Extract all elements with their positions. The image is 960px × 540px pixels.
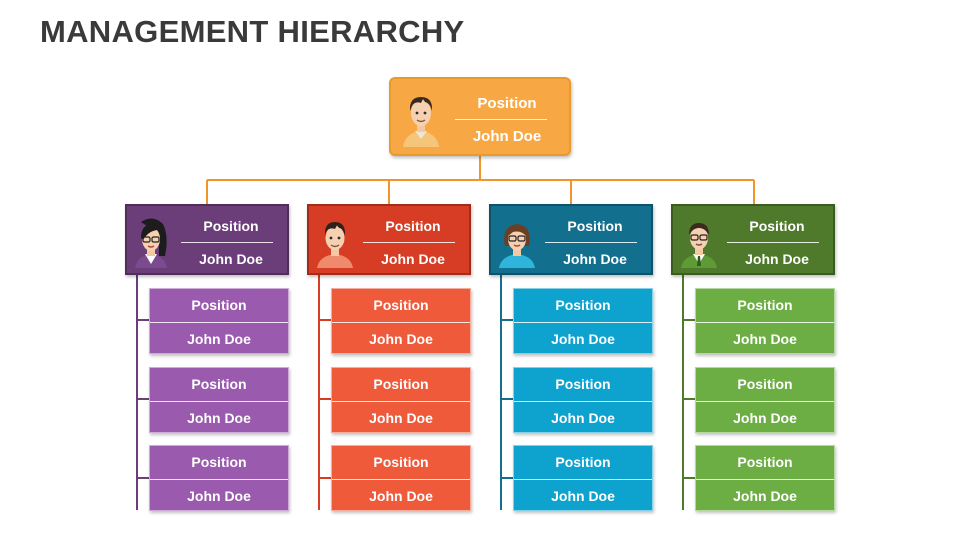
subordinate-name-label: John Doe [369,410,433,426]
man-green-suit-avatar-icon [681,223,717,268]
man-red-shirt-avatar-icon [317,222,353,268]
manager-name-label: John Doe [199,251,263,267]
subordinate-name-label: John Doe [551,488,615,504]
top-position-box[interactable]: Position John Doe [389,77,571,156]
manager-name-label: John Doe [563,251,627,267]
subordinate-position-label: Position [737,297,793,313]
manager-box-1[interactable]: Position John Doe [125,204,289,275]
subordinate-divider [150,322,288,323]
man-orange-shirt-avatar-icon [403,97,439,147]
manager-position-label: Position [203,218,259,234]
top-position-label: Position [477,95,537,112]
subordinate-divider [514,479,652,480]
subordinate-divider [332,322,470,323]
subordinate-divider [332,401,470,402]
subordinate-position-label: Position [373,376,429,392]
subordinate-name-label: John Doe [551,410,615,426]
manager-position-label: Position [567,218,623,234]
subordinate-name-label: John Doe [369,488,433,504]
subordinate-divider [696,479,834,480]
subordinate-name-label: John Doe [187,331,251,347]
subordinate-divider [150,479,288,480]
subordinate-box[interactable]: Position John Doe [513,445,653,511]
woman-blue-shirt-avatar-icon [499,224,535,268]
subordinate-name-label: John Doe [187,410,251,426]
subordinate-name-label: John Doe [733,331,797,347]
subordinate-divider [332,479,470,480]
subordinate-position-label: Position [737,376,793,392]
manager-box-3[interactable]: Position John Doe [489,204,653,275]
subordinate-divider [150,401,288,402]
subordinate-divider [696,401,834,402]
subordinate-divider [514,401,652,402]
manager-name-label: John Doe [381,251,445,267]
manager-position-label: Position [749,218,805,234]
manager-divider [545,242,637,243]
subordinate-box[interactable]: Position John Doe [149,367,289,433]
subordinate-position-label: Position [191,297,247,313]
manager-box-2[interactable]: Position John Doe [307,204,471,275]
subordinate-position-label: Position [555,376,611,392]
subordinate-box[interactable]: Position John Doe [695,367,835,433]
subordinate-box[interactable]: Position John Doe [695,288,835,354]
top-name-label: John Doe [472,128,542,145]
subordinate-position-label: Position [191,454,247,470]
subordinate-box[interactable]: Position John Doe [331,445,471,511]
top-divider [455,119,547,120]
manager-divider [727,242,819,243]
subordinate-box[interactable]: Position John Doe [513,288,653,354]
subordinate-position-label: Position [737,454,793,470]
page-title: MANAGEMENT HIERARCHY [40,14,465,49]
subordinate-box[interactable]: Position John Doe [331,288,471,354]
subordinate-box[interactable]: Position John Doe [149,288,289,354]
subordinate-box[interactable]: Position John Doe [513,367,653,433]
subordinate-name-label: John Doe [733,488,797,504]
manager-position-label: Position [385,218,441,234]
subordinate-name-label: John Doe [733,410,797,426]
subordinate-position-label: Position [373,454,429,470]
manager-box-4[interactable]: Position John Doe [671,204,835,275]
subordinate-position-label: Position [555,297,611,313]
subordinate-box[interactable]: Position John Doe [331,367,471,433]
subordinate-box[interactable]: Position John Doe [695,445,835,511]
subordinate-divider [514,322,652,323]
subordinate-position-label: Position [191,376,247,392]
subordinate-name-label: John Doe [187,488,251,504]
subordinate-position-label: Position [555,454,611,470]
subordinate-name-label: John Doe [369,331,433,347]
manager-divider [181,242,273,243]
subordinate-divider [696,322,834,323]
subordinate-box[interactable]: Position John Doe [149,445,289,511]
woman-glasses-avatar-icon [135,218,167,268]
subordinate-name-label: John Doe [551,331,615,347]
manager-divider [363,242,455,243]
manager-name-label: John Doe [745,251,809,267]
subordinate-position-label: Position [373,297,429,313]
